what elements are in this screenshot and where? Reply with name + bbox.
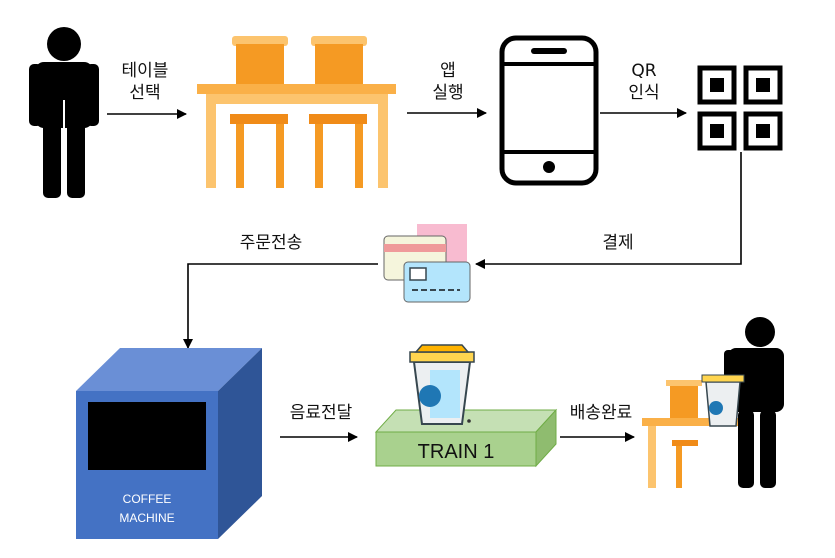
arrow-order-send [183,263,378,349]
coffee-machine-label-1: COFFEE [123,492,172,506]
step-label-qr-line2: 인식 [628,83,660,103]
person-icon [29,27,99,198]
step-label-order-send: 주문전송 [239,233,303,253]
step-label-app-run-line2: 실행 [432,83,464,103]
step-label-qr-line1: QR [631,61,657,81]
step-label-delivery-done: 배송완료 [569,403,633,423]
step-label-qr: QR 인식 [614,60,674,104]
step-label-table-select-line1: 테이블 [121,61,169,81]
step-label-table-select: 테이블 선택 [112,60,178,104]
coffee-machine-label-2: MACHINE [119,511,174,525]
train-label: TRAIN 1 [418,441,495,463]
qr-code-icon [697,65,783,151]
step-label-payment: 결제 [602,233,634,253]
coffee-cup-icon-delivered [701,374,745,427]
step-label-table-select-line2: 선택 [129,83,161,103]
smartphone-icon [499,35,599,186]
person-icon-delivery [724,317,784,488]
credit-card-icon [383,224,471,303]
table-chairs-icon [197,36,396,188]
delivery-table-icon [642,380,752,488]
coffee-machine: COFFEE MACHINE [76,348,262,539]
coffee-cup-icon [409,344,475,425]
step-label-app-run: 앱 실행 [418,60,478,104]
arrow-payment [475,152,742,269]
step-label-app-run-line1: 앱 [440,61,456,81]
train-robot: TRAIN 1 [374,408,558,468]
step-label-drink-deliver: 음료전달 [289,403,353,423]
